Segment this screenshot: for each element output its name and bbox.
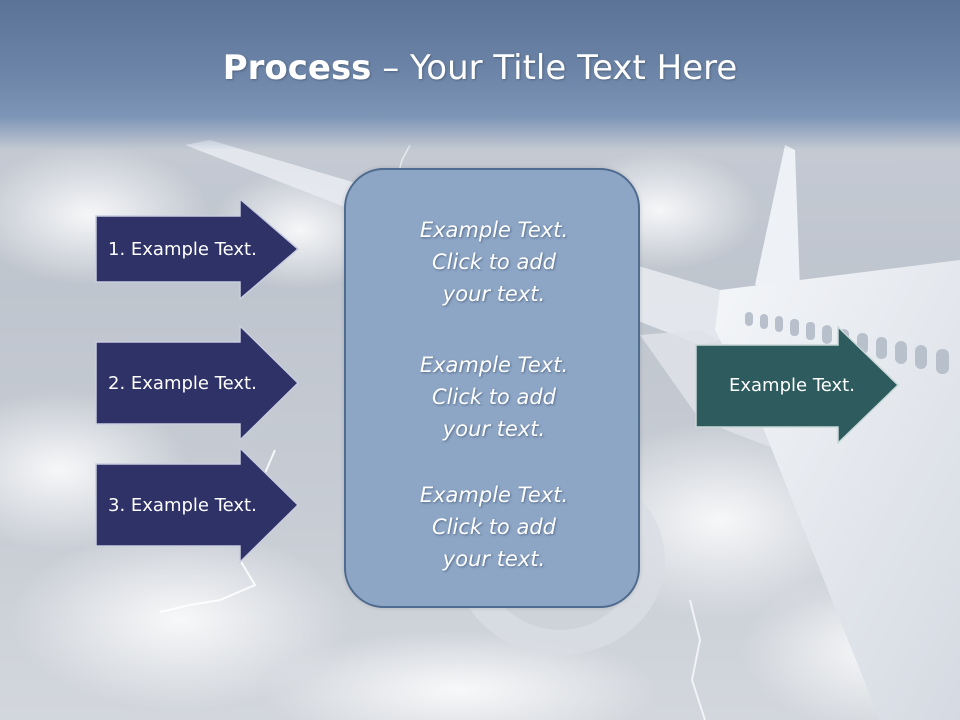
title-band bbox=[0, 0, 960, 150]
center-block-3-line2: Click to add bbox=[431, 515, 556, 539]
step-arrow-2[interactable]: 2. Example Text. bbox=[95, 325, 300, 441]
result-arrow[interactable]: Example Text. bbox=[695, 326, 900, 444]
center-block-2-line2: Click to add bbox=[431, 385, 556, 409]
center-block-3-line3: your text. bbox=[442, 547, 546, 571]
step-arrow-3[interactable]: 3. Example Text. bbox=[95, 447, 300, 563]
center-block-1: Example Text. Click to add your text. bbox=[346, 214, 642, 310]
step-label-2: 2. Example Text. bbox=[108, 372, 257, 394]
center-block-3: Example Text. Click to add your text. bbox=[346, 479, 642, 575]
step-arrow-1[interactable]: 1. Example Text. bbox=[95, 198, 300, 300]
step-label-3: 3. Example Text. bbox=[108, 494, 257, 516]
title-rest-part: – Your Title Text Here bbox=[371, 48, 738, 88]
step-label-1: 1. Example Text. bbox=[108, 238, 257, 260]
center-block-2: Example Text. Click to add your text. bbox=[346, 349, 642, 445]
title-bold-part: Process bbox=[222, 48, 372, 88]
result-label: Example Text. bbox=[729, 374, 855, 396]
slide-title: Process – Your Title Text Here bbox=[0, 48, 960, 88]
center-content-box[interactable]: Example Text. Click to add your text. Ex… bbox=[344, 168, 640, 608]
center-block-1-line2: Click to add bbox=[431, 250, 556, 274]
center-block-3-line1: Example Text. bbox=[419, 483, 569, 507]
center-block-1-line1: Example Text. bbox=[419, 218, 569, 242]
center-block-2-line3: your text. bbox=[442, 417, 546, 441]
center-block-2-line1: Example Text. bbox=[419, 353, 569, 377]
center-block-1-line3: your text. bbox=[442, 282, 546, 306]
